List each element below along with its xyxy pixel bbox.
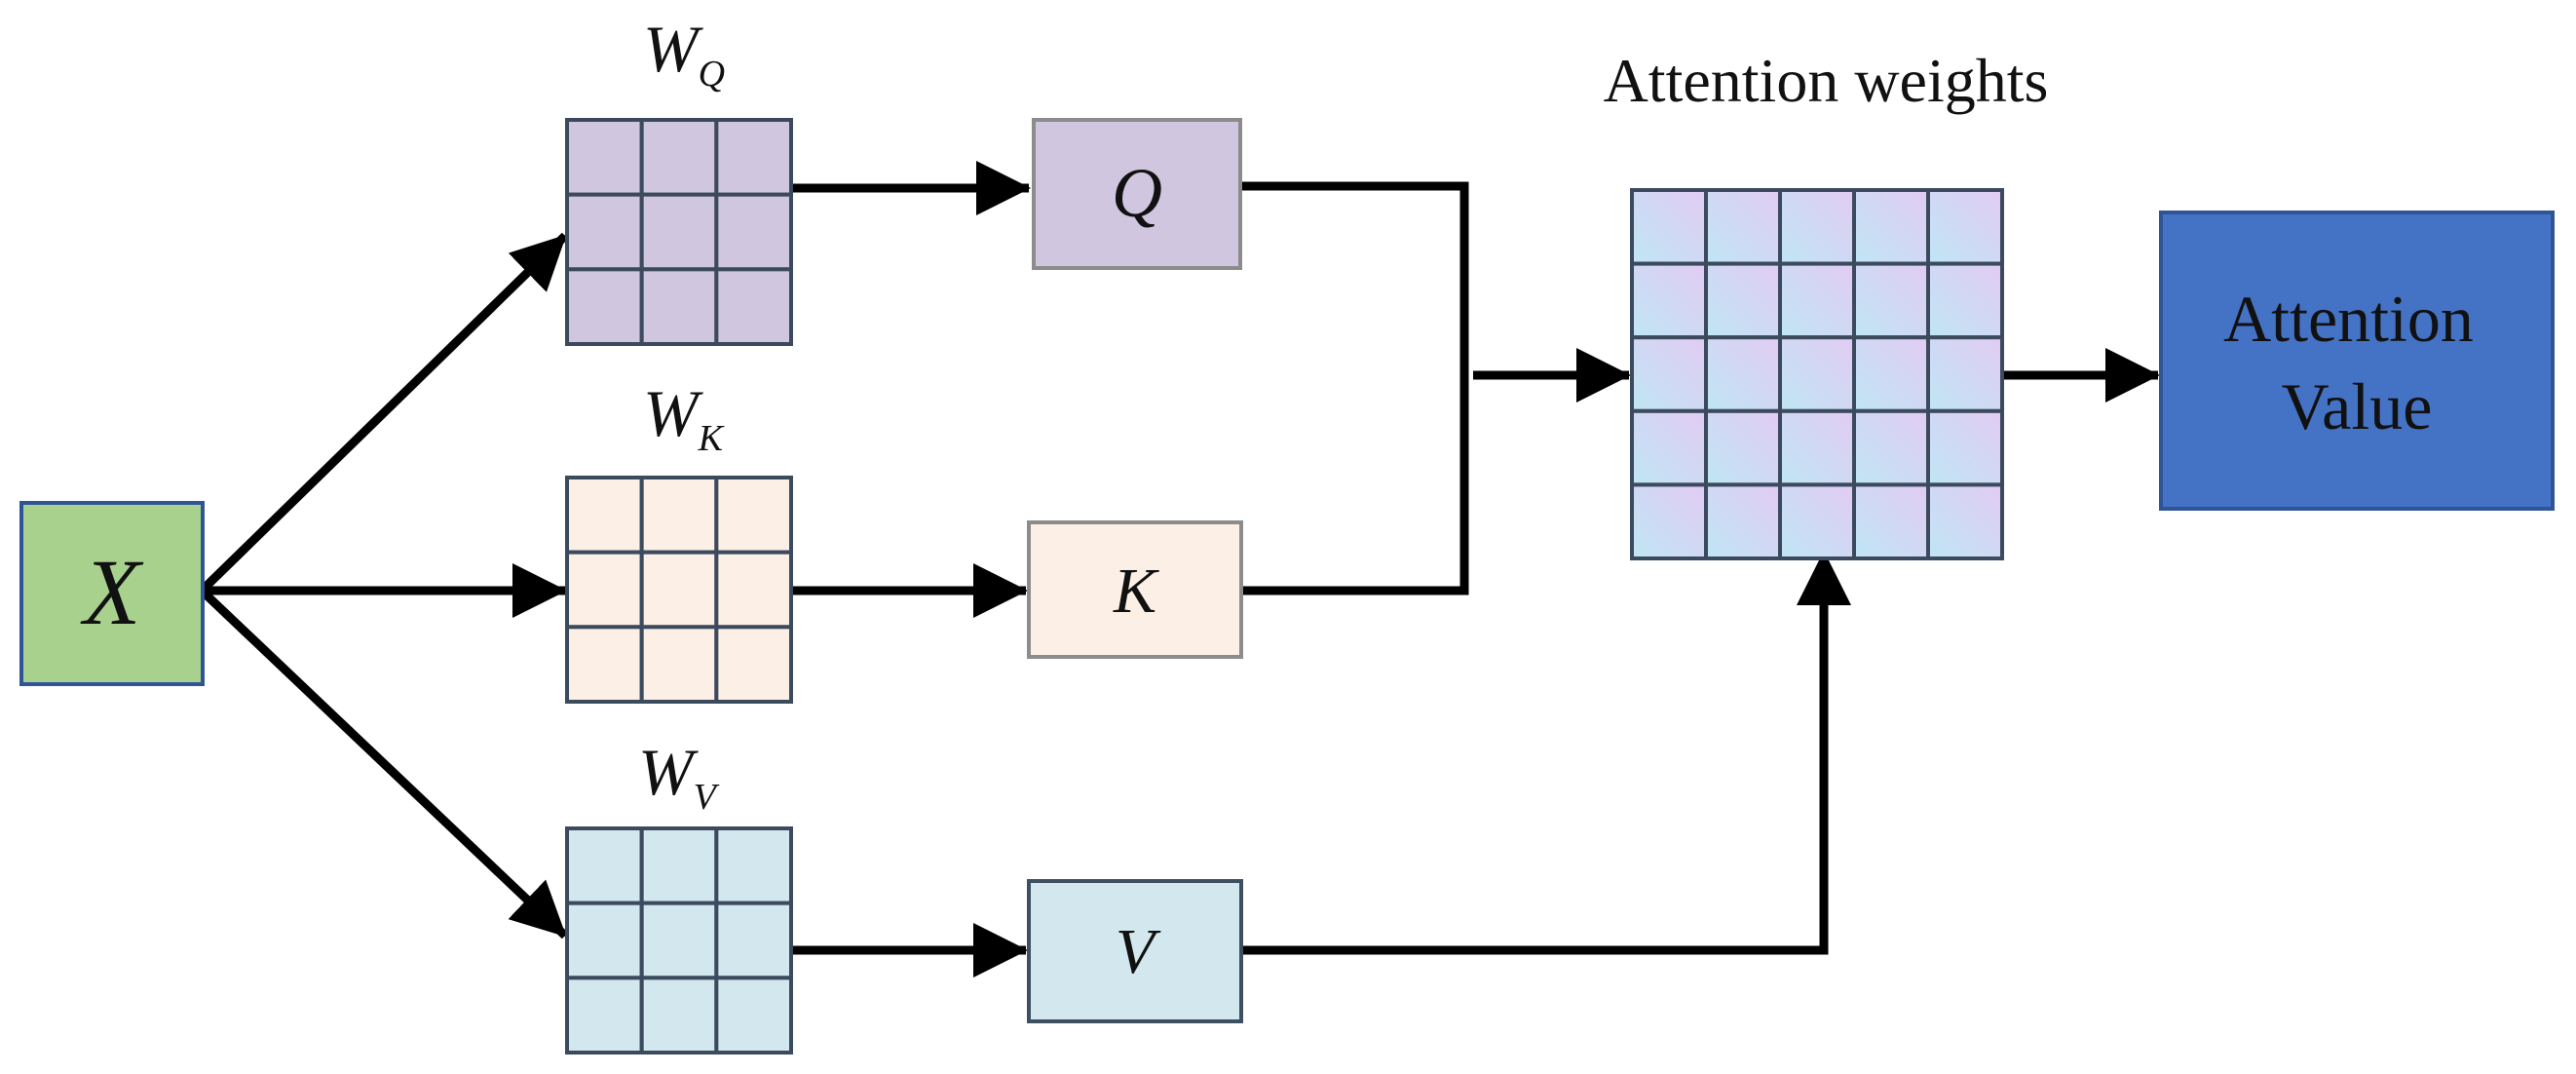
- attention-cell-r4-c5: [1926, 408, 2004, 487]
- wv-cell-r2-c2: [639, 901, 719, 980]
- attention-cell-r1-c1: [1630, 188, 1708, 266]
- attention-cell-r1-c5: [1926, 188, 2004, 266]
- wq-cell-r1-c2: [639, 118, 719, 197]
- attention-cell-r1-c4: [1852, 188, 1930, 266]
- wk-cell-r3-c1: [565, 625, 644, 704]
- weight-matrix-wv-grid: [565, 826, 793, 1055]
- connectors: [198, 161, 2160, 978]
- attention-cell-r5-c4: [1852, 482, 1930, 560]
- wk-cell-r3-c2: [639, 625, 719, 704]
- key-k-label: K: [1113, 556, 1159, 627]
- attention-cell-r2-c1: [1630, 261, 1708, 340]
- weight-matrix-wk-symbol: W: [643, 376, 703, 450]
- weight-matrix-wv-symbol: W: [638, 735, 699, 809]
- value-node-v: V: [1027, 879, 1243, 1023]
- attention-value-line-2: Value: [2282, 369, 2433, 443]
- weight-matrix-wk: WK: [565, 376, 793, 704]
- wq-cell-r2-c3: [714, 192, 793, 272]
- wv-cell-r2-c3: [714, 901, 793, 980]
- attention-cell-r1-c2: [1704, 188, 1782, 266]
- weight-matrix-wv-subscript: V: [694, 777, 720, 818]
- wv-cell-r1-c1: [565, 826, 644, 905]
- attention-value-label: Attention Value: [2223, 282, 2490, 443]
- attention-cell-r5-c2: [1704, 482, 1782, 560]
- key-node-k: K: [1027, 520, 1243, 659]
- wk-cell-r2-c3: [714, 550, 793, 630]
- edge-v-to-attention: [1241, 551, 1851, 955]
- input-x-label: X: [80, 540, 144, 644]
- attention-cell-r4-c1: [1630, 408, 1708, 487]
- attention-cell-r3-c1: [1630, 335, 1708, 413]
- edge-x-to-wq: [198, 232, 569, 595]
- wk-cell-r2-c1: [565, 550, 644, 630]
- wv-cell-r1-c3: [714, 826, 793, 905]
- query-q-label: Q: [1112, 154, 1162, 232]
- wq-cell-r2-c2: [639, 192, 719, 272]
- attention-cell-r3-c3: [1778, 335, 1856, 413]
- wk-cell-r2-c2: [639, 550, 719, 630]
- edge-k-to-join: [1241, 370, 1469, 595]
- wk-cell-r1-c2: [639, 476, 719, 555]
- attention-cell-r2-c4: [1852, 261, 1930, 340]
- wq-cell-r1-c3: [714, 118, 793, 197]
- wv-cell-r2-c1: [565, 901, 644, 980]
- weight-matrix-wq: WQ: [565, 12, 793, 347]
- attention-cell-r4-c3: [1778, 408, 1856, 487]
- weight-matrix-wq-label: WQ: [643, 12, 725, 95]
- attention-weights-grid: [1630, 188, 2004, 560]
- attention-weights-matrix: Attention weights: [1604, 46, 2049, 560]
- attention-cell-r3-c4: [1852, 335, 1930, 413]
- wk-cell-r3-c3: [714, 625, 793, 704]
- wq-cell-r3-c2: [639, 267, 719, 347]
- wk-cell-r1-c3: [714, 476, 793, 555]
- wq-cell-r1-c1: [565, 118, 644, 197]
- wv-cell-r3-c3: [714, 976, 793, 1055]
- weight-matrix-wq-symbol: W: [643, 12, 703, 86]
- wq-cell-r3-c3: [714, 267, 793, 347]
- weight-matrix-wv: WV: [565, 735, 793, 1055]
- attention-cell-r2-c2: [1704, 261, 1782, 340]
- attention-cell-r3-c2: [1704, 335, 1782, 413]
- weight-matrix-wq-grid: [565, 118, 793, 347]
- attention-weights-title: Attention weights: [1604, 46, 2049, 115]
- attention-cell-r5-c1: [1630, 482, 1708, 560]
- attention-cell-r2-c5: [1926, 261, 2004, 340]
- edge-x-to-wv: [198, 587, 569, 940]
- query-node-q: Q: [1032, 118, 1242, 270]
- weight-matrix-wk-label: WK: [643, 376, 725, 459]
- value-v-label: V: [1116, 916, 1161, 987]
- attention-cell-r1-c3: [1778, 188, 1856, 266]
- attention-value-node: Attention Value: [2159, 211, 2555, 511]
- attention-cell-r5-c5: [1926, 482, 2004, 560]
- edge-q-to-join: [1241, 181, 1469, 370]
- weight-matrix-wk-grid: [565, 476, 793, 704]
- attention-cell-r4-c2: [1704, 408, 1782, 487]
- attention-cell-r4-c4: [1852, 408, 1930, 487]
- weight-matrix-wk-subscript: K: [698, 418, 725, 459]
- wq-cell-r2-c1: [565, 192, 644, 272]
- wv-cell-r1-c2: [639, 826, 719, 905]
- weight-matrix-wq-subscript: Q: [699, 54, 725, 95]
- weight-matrix-wv-label: WV: [638, 735, 720, 818]
- wk-cell-r1-c1: [565, 476, 644, 555]
- attention-value-line-1: Attention: [2223, 282, 2474, 356]
- wv-cell-r3-c2: [639, 976, 719, 1055]
- wv-cell-r3-c1: [565, 976, 644, 1055]
- attention-cell-r2-c3: [1778, 261, 1856, 340]
- attention-cell-r3-c5: [1926, 335, 2004, 413]
- input-node-x: X: [19, 501, 205, 686]
- wq-cell-r3-c1: [565, 267, 644, 347]
- attention-cell-r5-c3: [1778, 482, 1856, 560]
